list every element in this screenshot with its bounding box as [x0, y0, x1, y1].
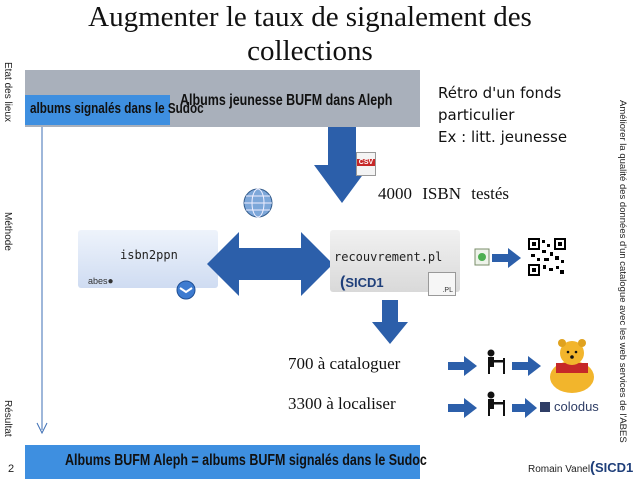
- result-to-catalog: 700 à cataloguer: [288, 354, 401, 373]
- label-methode: Méthode: [2, 212, 13, 251]
- timeline-arrow: [36, 125, 48, 435]
- globe-icon: [243, 188, 273, 218]
- isbn2ppn-label: isbn2ppn: [120, 248, 178, 262]
- label-right-vertical: Améliorer la qualité des données d'un ca…: [617, 100, 628, 443]
- arrow-to-qr: [492, 248, 521, 268]
- abes-logo-text: abes: [88, 276, 108, 286]
- result-to-localize: 3300 à localiser: [288, 394, 396, 413]
- retro-description: Rétro d'un fonds particulier Ex : litt. …: [438, 82, 567, 148]
- csv-file-label: CSV: [357, 159, 375, 166]
- bottom-banner: [25, 445, 420, 479]
- thunderbird-icon: [176, 280, 196, 300]
- pl-file-icon: .PL: [428, 272, 456, 296]
- top-banner-sudoc-block: [25, 95, 170, 125]
- isbn2ppn-box: [78, 230, 218, 288]
- winnie-the-pooh-icon: [550, 339, 594, 393]
- slide-title-text: Augmenter le taux de signalement des col…: [88, 1, 532, 67]
- banner-aleph-label: Albums jeunesse BUFM dans Aleph: [180, 92, 393, 109]
- sicd1-footer-logo: (SICD1: [590, 459, 634, 476]
- person-at-desk-icon: [487, 349, 505, 374]
- retro-line-1: Rétro d'un fonds: [438, 84, 562, 102]
- page-number: 2: [8, 463, 15, 475]
- pl-file-label: .PL: [442, 287, 453, 294]
- colodus-logo-square: [540, 402, 550, 412]
- qr-code-icon: [528, 238, 566, 276]
- sicd1-footer-logo-text: SICD1: [595, 460, 634, 475]
- retro-line-3: Ex : litt. jeunesse: [438, 128, 568, 146]
- arrow-localize: [448, 398, 477, 418]
- sicd1-logo-box: (SICD1: [340, 274, 384, 291]
- label-resultat: Résultat: [2, 400, 13, 437]
- label-etat-des-lieux: Etat des lieux: [2, 62, 13, 123]
- arrow-catalog: [448, 356, 477, 376]
- script-file-icon: [474, 248, 490, 266]
- person-at-desk-icon-2: [487, 391, 505, 416]
- retro-line-2: particulier: [438, 106, 515, 124]
- arrow-to-colodus: [512, 398, 537, 418]
- double-arrow: [207, 232, 333, 296]
- sicd1-logo-text-box: SICD1: [345, 275, 384, 290]
- colodus-logo-text: colodus: [554, 399, 599, 414]
- down-arrow-2: [372, 300, 408, 344]
- abes-logo: abes●: [88, 276, 114, 287]
- recouvrement-label: recouvrement.pl: [334, 250, 443, 264]
- slide-title: Augmenter le taux de signalement des col…: [40, 0, 580, 68]
- isbn-tested-count: 4000 ISBN testés: [378, 184, 509, 203]
- arrow-to-pooh: [512, 356, 541, 376]
- author-name: Romain Vanel: [528, 464, 591, 475]
- bottom-banner-label: Albums BUFM Aleph = albums BUFM signalés…: [65, 452, 427, 469]
- csv-file-icon: CSV: [356, 152, 376, 176]
- banner-sudoc-label: albums signalés dans le Sudoc: [30, 100, 204, 117]
